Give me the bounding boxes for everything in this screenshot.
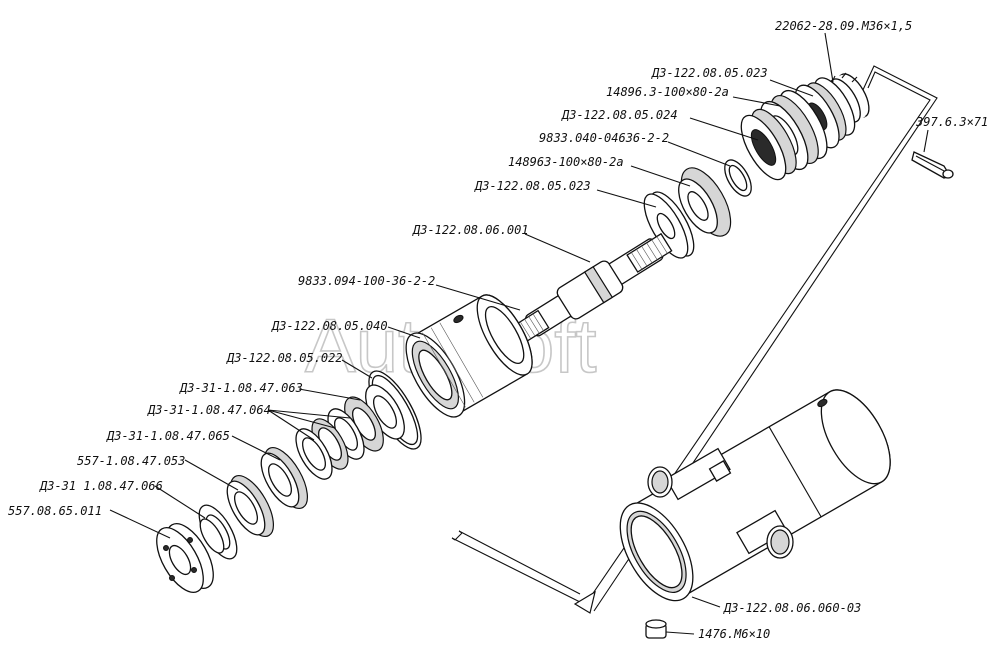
trunnion-right (736, 509, 794, 559)
cylinder-body (619, 389, 891, 602)
seal-ring-065 (260, 447, 308, 509)
label-nut: 22062-28.09.М36×1,5 (775, 19, 912, 33)
plug (645, 619, 667, 639)
label-washer-lower: Д3-122.08.05.023 (474, 179, 591, 193)
part-labels: 22062-28.09.М36×1,5 Д3-122.08.05.023 148… (8, 19, 988, 641)
label-seal-064: Д3-31-1.08.47.064 (147, 403, 271, 417)
label-ring-066: Д3-31 1.08.47.066 (39, 479, 163, 493)
ring-053 (226, 475, 274, 537)
label-cuff-lower: 148963-100×80-2а (508, 155, 624, 169)
label-body: Д3-122.08.06.060-03 (723, 601, 861, 615)
o-ring-small (724, 159, 752, 197)
label-head: Д3-122.08.05.040 (271, 319, 388, 333)
washer (643, 191, 695, 259)
label-seal-065: Д3-31-1.08.47.065 (106, 429, 230, 443)
label-o-ring-040: 9833.040-04636-2-2 (539, 131, 669, 145)
assembly-path (451, 65, 938, 614)
ring-066 (198, 504, 238, 560)
label-washer-top: Д3-122.08.05.023 (651, 66, 768, 80)
label-rod: Д3-122.08.06.001 (412, 223, 529, 237)
label-spacer-024: Д3-122.08.05.024 (561, 108, 678, 122)
label-o-ring-094: 9833.094-100-36-2-2 (298, 274, 435, 288)
label-flange: 557.08.65.011 (8, 504, 102, 518)
cuff-seal (678, 167, 732, 237)
label-cotter-pin: 397.6.3×71 (915, 115, 988, 129)
label-seal-063: Д3-31-1.08.47.063 (179, 381, 303, 395)
label-plug: 1476.М6×10 (698, 627, 770, 641)
trunnion-left (647, 447, 732, 501)
top-nut-assembly (740, 72, 870, 181)
label-cuff-top: 14896.3-100×80-2а (606, 85, 729, 99)
label-ring-053: 557-1.08.47.053 (77, 454, 185, 468)
cotter-pin (911, 151, 954, 179)
end-flange (156, 523, 214, 593)
leader-lines (109, 32, 929, 635)
label-snap-ring: Д3-122.08.05.022 (226, 351, 343, 365)
cylinder-head (405, 294, 533, 418)
